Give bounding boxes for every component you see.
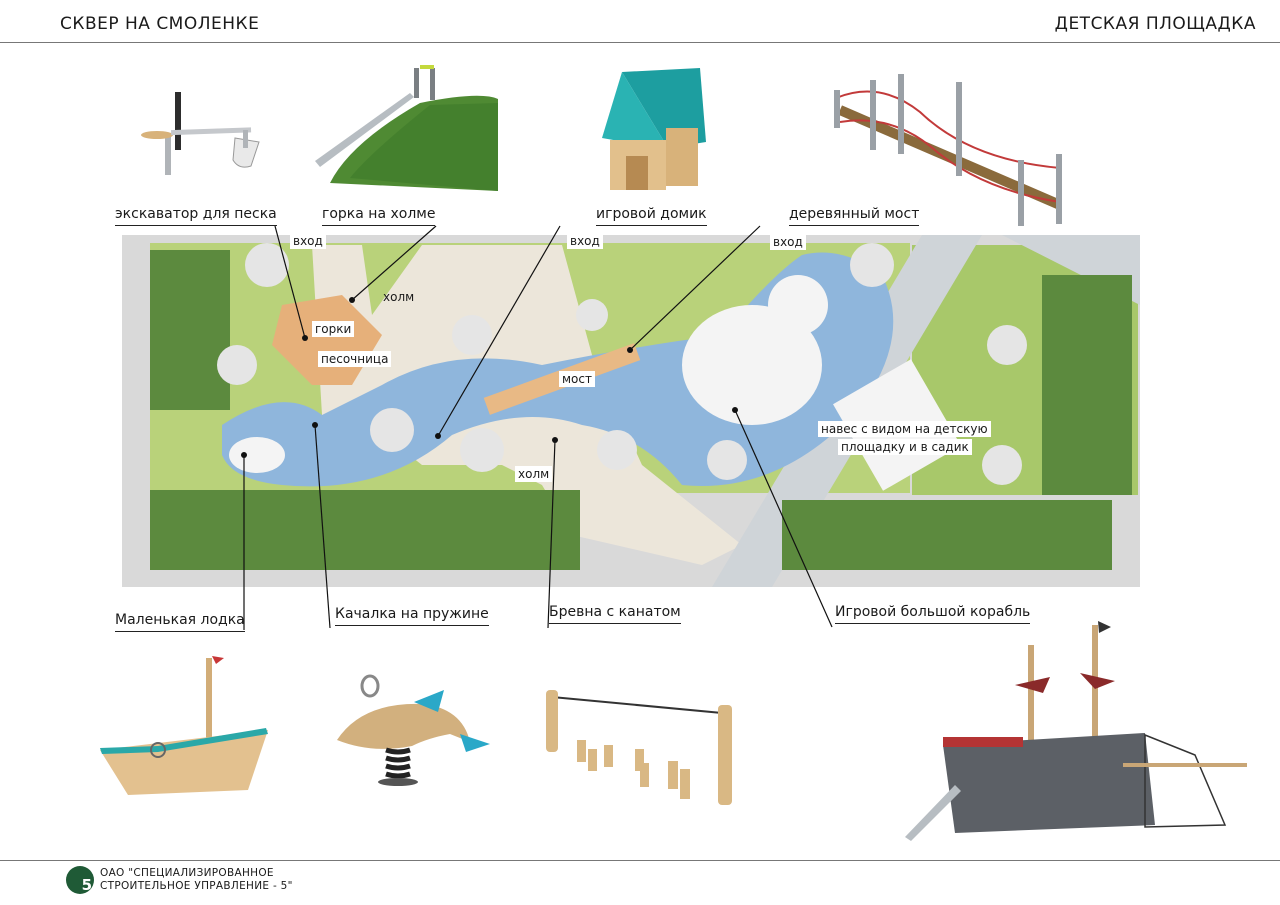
map-label-canopy-1: навес с видом на детскую bbox=[818, 421, 991, 437]
header-divider bbox=[0, 42, 1280, 43]
label-small-boat: Маленькая лодка bbox=[115, 612, 245, 632]
company-name: ОАО "СПЕЦИАЛИЗИРОВАННОЕ СТРОИТЕЛЬНОЕ УПР… bbox=[100, 867, 293, 893]
map-label-entrance-3: вход bbox=[770, 234, 806, 250]
map-label-hill-2: холм bbox=[515, 466, 553, 482]
rope-bridge-icon bbox=[830, 70, 1075, 230]
dolphin-rocker-icon bbox=[332, 672, 492, 787]
playhouse-icon bbox=[600, 68, 710, 193]
company-logo: 5 bbox=[66, 866, 94, 894]
section-title: ДЕТСКАЯ ПЛОЩАДКА bbox=[1054, 14, 1256, 34]
label-wooden-bridge: деревянный мост bbox=[789, 206, 920, 226]
company-name-line2: СТРОИТЕЛЬНОЕ УПРАВЛЕНИЕ - 5" bbox=[100, 880, 293, 892]
map-label-bridge: мост bbox=[559, 371, 595, 387]
small-boat-icon bbox=[98, 650, 273, 800]
label-big-ship: Игровой большой корабль bbox=[835, 604, 1031, 624]
page-title: СКВЕР НА СМОЛЕНКЕ bbox=[60, 14, 260, 34]
map-label-entrance-2: вход bbox=[567, 233, 603, 249]
map-label-sandbox: песочница bbox=[318, 351, 392, 367]
label-hill-slide: горка на холме bbox=[322, 206, 436, 226]
map-label-hill-1: холм bbox=[383, 290, 415, 304]
rope-logs-icon bbox=[540, 685, 750, 810]
map-label-canopy-2: площадку и в садик bbox=[838, 439, 972, 455]
map-label-slides: горки bbox=[312, 321, 355, 337]
label-excavator: экскаватор для песка bbox=[115, 206, 277, 226]
label-rope-logs: Бревна с канатом bbox=[549, 604, 681, 624]
excavator-icon bbox=[135, 90, 270, 180]
label-playhouse: игровой домик bbox=[596, 206, 707, 226]
company-name-line1: ОАО "СПЕЦИАЛИЗИРОВАННОЕ bbox=[100, 867, 274, 879]
label-spring-rocker: Качалка на пружине bbox=[335, 606, 489, 626]
pirate-ship-icon bbox=[895, 615, 1250, 850]
map-label-entrance-1: вход bbox=[290, 233, 326, 249]
footer-divider bbox=[0, 860, 1280, 861]
slide-hill-icon bbox=[310, 63, 500, 193]
